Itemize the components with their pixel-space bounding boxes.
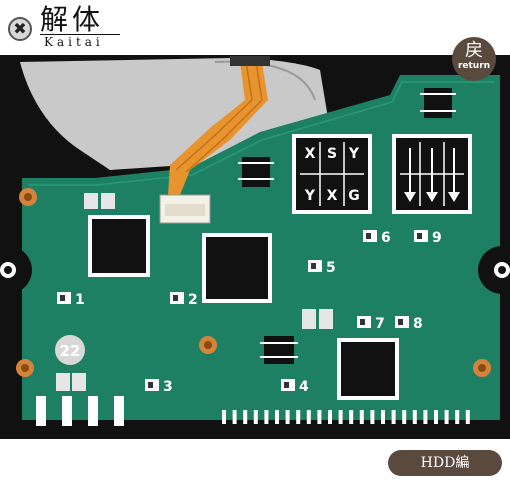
pin (444, 410, 449, 424)
pin (243, 410, 248, 424)
screw-icon[interactable] (473, 359, 491, 377)
pin (423, 410, 428, 424)
component-label-4[interactable]: 4 (281, 379, 309, 395)
close-icon: ✖ (13, 19, 27, 38)
pin (232, 410, 237, 424)
pin (338, 410, 343, 424)
pin (349, 410, 354, 424)
return-button[interactable]: 戻 return (452, 37, 496, 81)
svg-text:9: 9 (432, 230, 442, 246)
svg-text:22: 22 (60, 342, 81, 360)
letter-puzzle-chip[interactable]: X S Y Y X G (292, 134, 372, 214)
puzzle-letter: Y (348, 146, 360, 162)
component-label-6[interactable]: 6 (363, 230, 391, 246)
capacitor-group (56, 193, 333, 391)
svg-text:4: 4 (299, 379, 309, 395)
edge-connector-pins (36, 396, 124, 426)
pin (296, 410, 301, 424)
small-chip[interactable] (420, 88, 456, 118)
component-label-9[interactable]: 9 (414, 230, 442, 246)
component-label-8[interactable]: 8 (395, 316, 423, 332)
screw-icon[interactable] (16, 359, 34, 377)
pin (391, 410, 396, 424)
pin (434, 410, 438, 424)
return-kanji: 戻 (465, 40, 483, 61)
pin (317, 410, 322, 424)
component-label-7[interactable]: 7 (357, 316, 385, 332)
pin (455, 410, 460, 424)
svg-text:3: 3 (163, 379, 173, 395)
puzzle-letter: G (348, 188, 360, 204)
return-label: return (457, 61, 491, 71)
page-title: 解体 (40, 3, 105, 36)
flex-cable (168, 62, 268, 195)
down-arrow-icon (404, 148, 416, 202)
pin (306, 410, 311, 424)
pin (264, 410, 269, 424)
svg-text:2: 2 (188, 292, 198, 308)
small-chip[interactable] (238, 157, 274, 187)
hdd-section-button[interactable]: HDD編 (388, 450, 502, 476)
pin (465, 410, 470, 424)
close-button[interactable]: ✖ (8, 17, 32, 41)
pin (412, 410, 417, 424)
page-subtitle: Kaitai (44, 35, 104, 49)
pin (381, 410, 385, 424)
svg-text:1: 1 (75, 292, 85, 308)
pin (359, 410, 364, 424)
pin (275, 410, 279, 424)
puzzle-letter: Y (304, 188, 316, 204)
title-underline (40, 34, 120, 35)
screw-icon[interactable] (199, 336, 217, 354)
pin (285, 410, 290, 424)
pin (253, 410, 258, 424)
svg-text:5: 5 (326, 260, 336, 276)
down-arrow-icon (448, 148, 460, 202)
component-label-2[interactable]: 2 (170, 292, 198, 308)
pin (328, 410, 332, 424)
svg-text:7: 7 (375, 316, 385, 332)
puzzle-letter: S (327, 146, 337, 162)
pin (370, 410, 375, 424)
arrow-puzzle-chip[interactable] (392, 134, 472, 214)
pin (222, 410, 226, 424)
down-arrow-icon (426, 148, 438, 202)
screw-icon[interactable] (19, 188, 37, 206)
component-label-3[interactable]: 3 (145, 379, 173, 395)
puzzle-letter: X (327, 188, 338, 204)
svg-text:8: 8 (413, 316, 423, 332)
component-label-1[interactable]: 1 (57, 292, 85, 308)
component-label-5[interactable]: 5 (308, 260, 336, 276)
bottom-pin-row (222, 410, 470, 424)
chip-2[interactable] (202, 233, 272, 303)
puzzle-letter: X (305, 146, 316, 162)
chip-4[interactable] (337, 338, 399, 400)
pin (402, 410, 407, 424)
chip-1[interactable] (88, 215, 150, 277)
svg-text:6: 6 (381, 230, 391, 246)
small-chip[interactable] (260, 336, 298, 364)
badge-22: 22 (55, 335, 85, 365)
